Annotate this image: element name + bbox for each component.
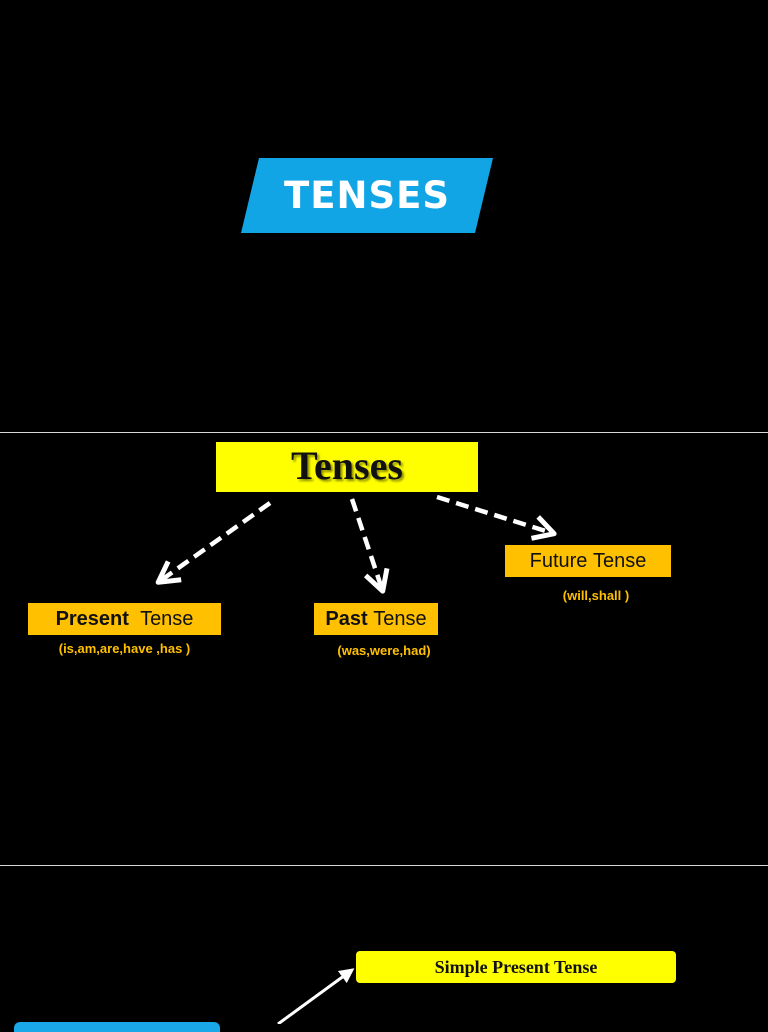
future-rest: Tense bbox=[593, 549, 647, 572]
simple-arrow bbox=[277, 968, 355, 1024]
slide-divider bbox=[0, 432, 768, 433]
past-rest: Tense bbox=[373, 607, 427, 630]
tenses-root-box: Tenses bbox=[216, 442, 478, 492]
past-aux: (was,were,had) bbox=[337, 643, 431, 658]
arrow-to-simple-present bbox=[277, 968, 355, 1024]
present-rest: Tense bbox=[140, 607, 194, 630]
arrow-to-present bbox=[155, 501, 272, 585]
title-banner: TENSES bbox=[241, 158, 493, 233]
slide-title: TENSES bbox=[0, 0, 768, 432]
future-keyword: Future bbox=[529, 549, 588, 572]
arrow-to-future bbox=[436, 494, 557, 541]
future-tense-box: Future Tense bbox=[505, 545, 671, 577]
slide-simple-present: Simple Present Tense bbox=[0, 866, 768, 1032]
present-aux: (is,am,are,have ,has ) bbox=[58, 641, 191, 656]
simple-present-box: Simple Present Tense bbox=[356, 951, 676, 983]
banner-shape bbox=[241, 158, 493, 233]
slide-divider bbox=[0, 865, 768, 866]
arrow-to-past bbox=[349, 498, 390, 594]
past-keyword: Past bbox=[325, 607, 368, 630]
slide-tense-tree: Tenses Present Tense (is,am,are,have ,ha… bbox=[0, 433, 768, 865]
tenses-root-label: Tenses bbox=[291, 442, 403, 488]
present-tense-box: Present Tense bbox=[28, 603, 221, 635]
present-keyword: Present bbox=[55, 607, 129, 630]
page-title: TENSES bbox=[283, 174, 451, 217]
tree-arrows bbox=[155, 494, 557, 594]
past-tense-box: Past Tense bbox=[314, 603, 438, 635]
future-aux: (will,shall ) bbox=[562, 588, 630, 603]
